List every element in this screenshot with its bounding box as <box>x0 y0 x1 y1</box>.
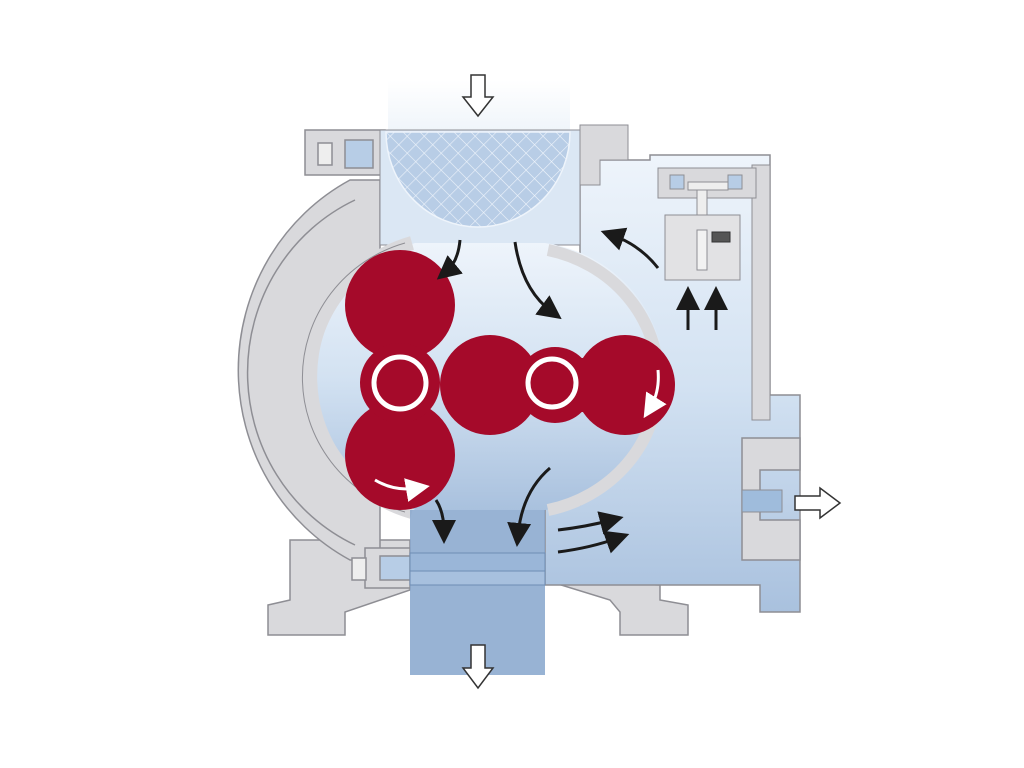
flow-arrow-icon <box>600 227 660 269</box>
rotation-arrow-icon <box>374 478 430 502</box>
rotation-arrow-icon <box>643 369 667 419</box>
rotor-left <box>345 250 455 510</box>
outlet-arrow-icon <box>461 644 495 690</box>
relief-valve <box>657 167 757 281</box>
flow-arrow-icon <box>557 511 624 535</box>
shaft-right <box>525 356 579 410</box>
side-outlet-arrow-icon <box>794 486 842 520</box>
inlet-arrow-icon <box>461 74 495 118</box>
shaft-left <box>371 354 429 412</box>
rotor-right <box>440 335 675 435</box>
flow-arrow-icon <box>431 499 456 544</box>
flow-arrow= <box>513 241 562 320</box>
flow-arrow-icon <box>507 466 551 547</box>
inlet-strainer-mesh <box>385 131 571 228</box>
flow-arrows <box>431 227 728 554</box>
flow-arrow-icon <box>436 239 463 280</box>
flow-arrow-icon <box>557 530 630 554</box>
